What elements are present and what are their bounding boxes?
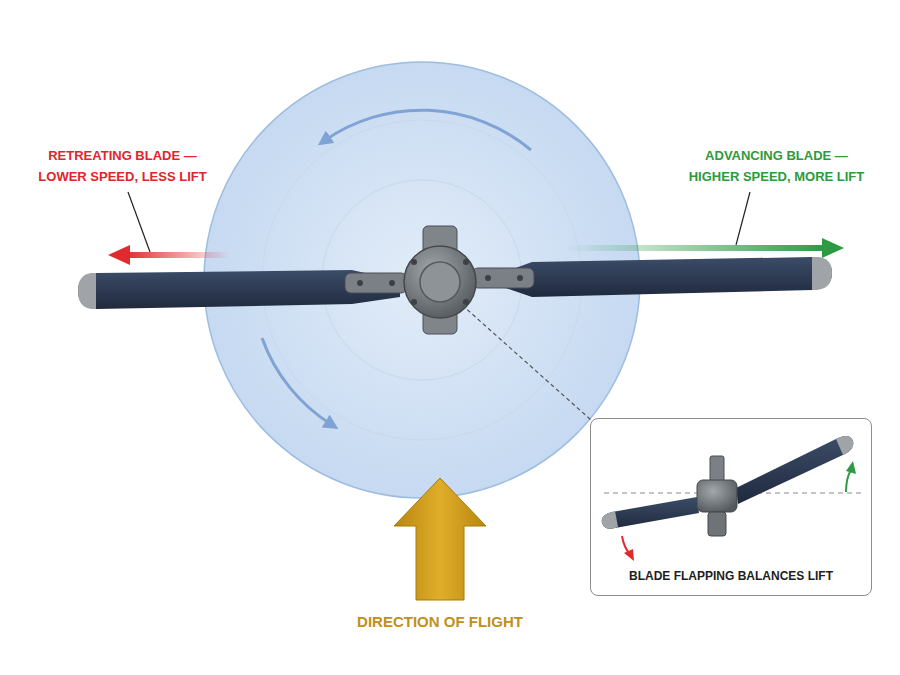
hub-cap (420, 262, 460, 302)
bolt (463, 299, 469, 305)
flapping-blade (736, 436, 853, 504)
panel-caption: BLADE FLAPPING BALANCES LIFT (629, 569, 833, 583)
blade-grip (472, 268, 534, 288)
rotation-arrow (262, 338, 332, 425)
advancing-blade-label: ADVANCING BLADE — HIGHER SPEED, MORE LIF… (684, 146, 869, 188)
advancing-arrow (565, 245, 826, 251)
bolt (411, 299, 417, 305)
flapping-blade (602, 497, 699, 529)
leader-line (736, 192, 750, 245)
flight-direction-label: DIRECTION OF FLIGHT (330, 610, 550, 634)
flight-arrow (394, 478, 486, 600)
bolt (389, 280, 395, 286)
bolt (485, 275, 491, 281)
inset-leader (462, 305, 600, 428)
inset-panel: BLADE FLAPPING BALANCES LIFT (590, 418, 872, 596)
bolt (463, 259, 469, 265)
retreating-arrow (126, 252, 230, 258)
blade-tip (78, 273, 96, 309)
leader-line (128, 192, 150, 252)
rotation-arrow (324, 110, 531, 150)
blade-tip (602, 511, 618, 529)
flap-up-arrow (846, 470, 851, 492)
bolt (357, 280, 363, 286)
blade-tip (812, 257, 832, 290)
inset-background (590, 418, 872, 596)
advancing-arrow-head (822, 238, 844, 258)
blade-grip (345, 273, 407, 293)
inset-shaft (708, 512, 726, 536)
inset-hub (697, 480, 737, 512)
flap-up-head (846, 461, 856, 474)
retreating-arrow-head (108, 245, 130, 265)
bolt (411, 259, 417, 265)
flap-down-head (624, 549, 634, 561)
retreating-blade-label: RETREATING BLADE — LOWER SPEED, LESS LIF… (30, 146, 215, 188)
blade-tip (836, 436, 853, 455)
bolt (517, 275, 523, 281)
